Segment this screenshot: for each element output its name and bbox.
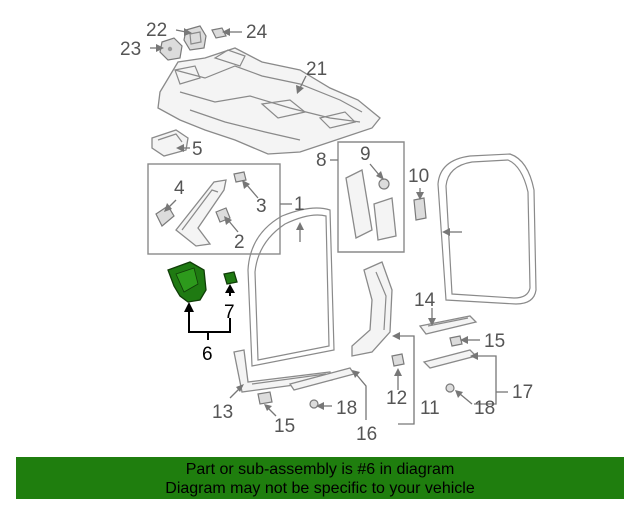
- part-9[interactable]: [378, 178, 390, 190]
- callout-3: 3: [256, 196, 267, 217]
- part-5[interactable]: [151, 129, 189, 157]
- center-pillar-garnish-part-8[interactable]: [345, 169, 397, 241]
- parts-diagram: 22 24 23 21 5 8 9 10 4 3 1 2 7 6 14 15 1…: [120, 20, 537, 445]
- assembly-box-8: [337, 141, 405, 253]
- front-scuff-plate-part-13[interactable]: [233, 349, 333, 393]
- callout-16: 16: [356, 424, 377, 445]
- pillar-garnish-part-1[interactable]: [175, 179, 227, 247]
- callout-7: 7: [224, 302, 235, 323]
- kick-panel-part-6[interactable]: [167, 261, 207, 303]
- callout-9: 9: [360, 144, 371, 165]
- callout-12: 12: [386, 388, 407, 409]
- part-4[interactable]: [155, 205, 175, 227]
- part-10[interactable]: [413, 197, 427, 221]
- callout-labels: 22 24 23 21 5 8 9 10 4 3 1 2 7 6 14 15 1…: [120, 20, 533, 445]
- callout-21: 21: [306, 59, 327, 80]
- part-23[interactable]: [159, 37, 183, 61]
- callout-11: 11: [420, 398, 440, 419]
- callout-10: 10: [408, 166, 429, 187]
- rear-scuff-plate-part-14[interactable]: [418, 315, 478, 335]
- callout-15-right: 15: [484, 331, 505, 352]
- clip-part-18-bottom[interactable]: [309, 399, 319, 409]
- callout-17: 17: [512, 382, 533, 403]
- leader-lines-part-6: [184, 284, 235, 340]
- callout-18-right: 18: [474, 398, 495, 419]
- callout-1: 1: [294, 194, 305, 215]
- callout-22: 22: [146, 20, 167, 41]
- banner-line-part-number: Part or sub-assembly is #6 in diagram: [185, 461, 455, 478]
- banner-line-disclaimer: Diagram may not be specific to your vehi…: [165, 480, 475, 497]
- clip-part-18-right[interactable]: [445, 383, 455, 393]
- callout-15-bottom: 15: [274, 416, 295, 437]
- callout-13: 13: [212, 402, 233, 423]
- callout-23: 23: [120, 39, 141, 60]
- assembly-box-1: [147, 163, 281, 255]
- callout-2: 2: [234, 232, 245, 253]
- callout-24: 24: [246, 22, 268, 43]
- front-door-opening-trim[interactable]: [247, 207, 335, 367]
- part-24[interactable]: [211, 27, 227, 39]
- callout-14: 14: [414, 290, 436, 311]
- part-22[interactable]: [183, 25, 207, 51]
- rear-door-opening-trim[interactable]: [437, 153, 537, 305]
- callout-4: 4: [174, 178, 185, 199]
- clip-part-7[interactable]: [223, 271, 238, 285]
- callout-5: 5: [192, 139, 203, 160]
- scuff-plate-part-17[interactable]: [422, 349, 478, 369]
- part-3[interactable]: [233, 171, 247, 183]
- info-banner: Part or sub-assembly is #6 in diagram Di…: [16, 457, 624, 499]
- clip-part-15-right[interactable]: [449, 335, 463, 347]
- callout-18-bottom: 18: [336, 398, 357, 419]
- callout-8: 8: [316, 150, 327, 171]
- leader-lines: [150, 28, 508, 425]
- clip-part-15-bottom[interactable]: [257, 391, 273, 405]
- part-12[interactable]: [391, 353, 405, 367]
- callout-6: 6: [202, 344, 213, 365]
- center-pillar-lower-garnish[interactable]: [351, 261, 393, 357]
- floor-carpet-part-21[interactable]: [157, 47, 381, 155]
